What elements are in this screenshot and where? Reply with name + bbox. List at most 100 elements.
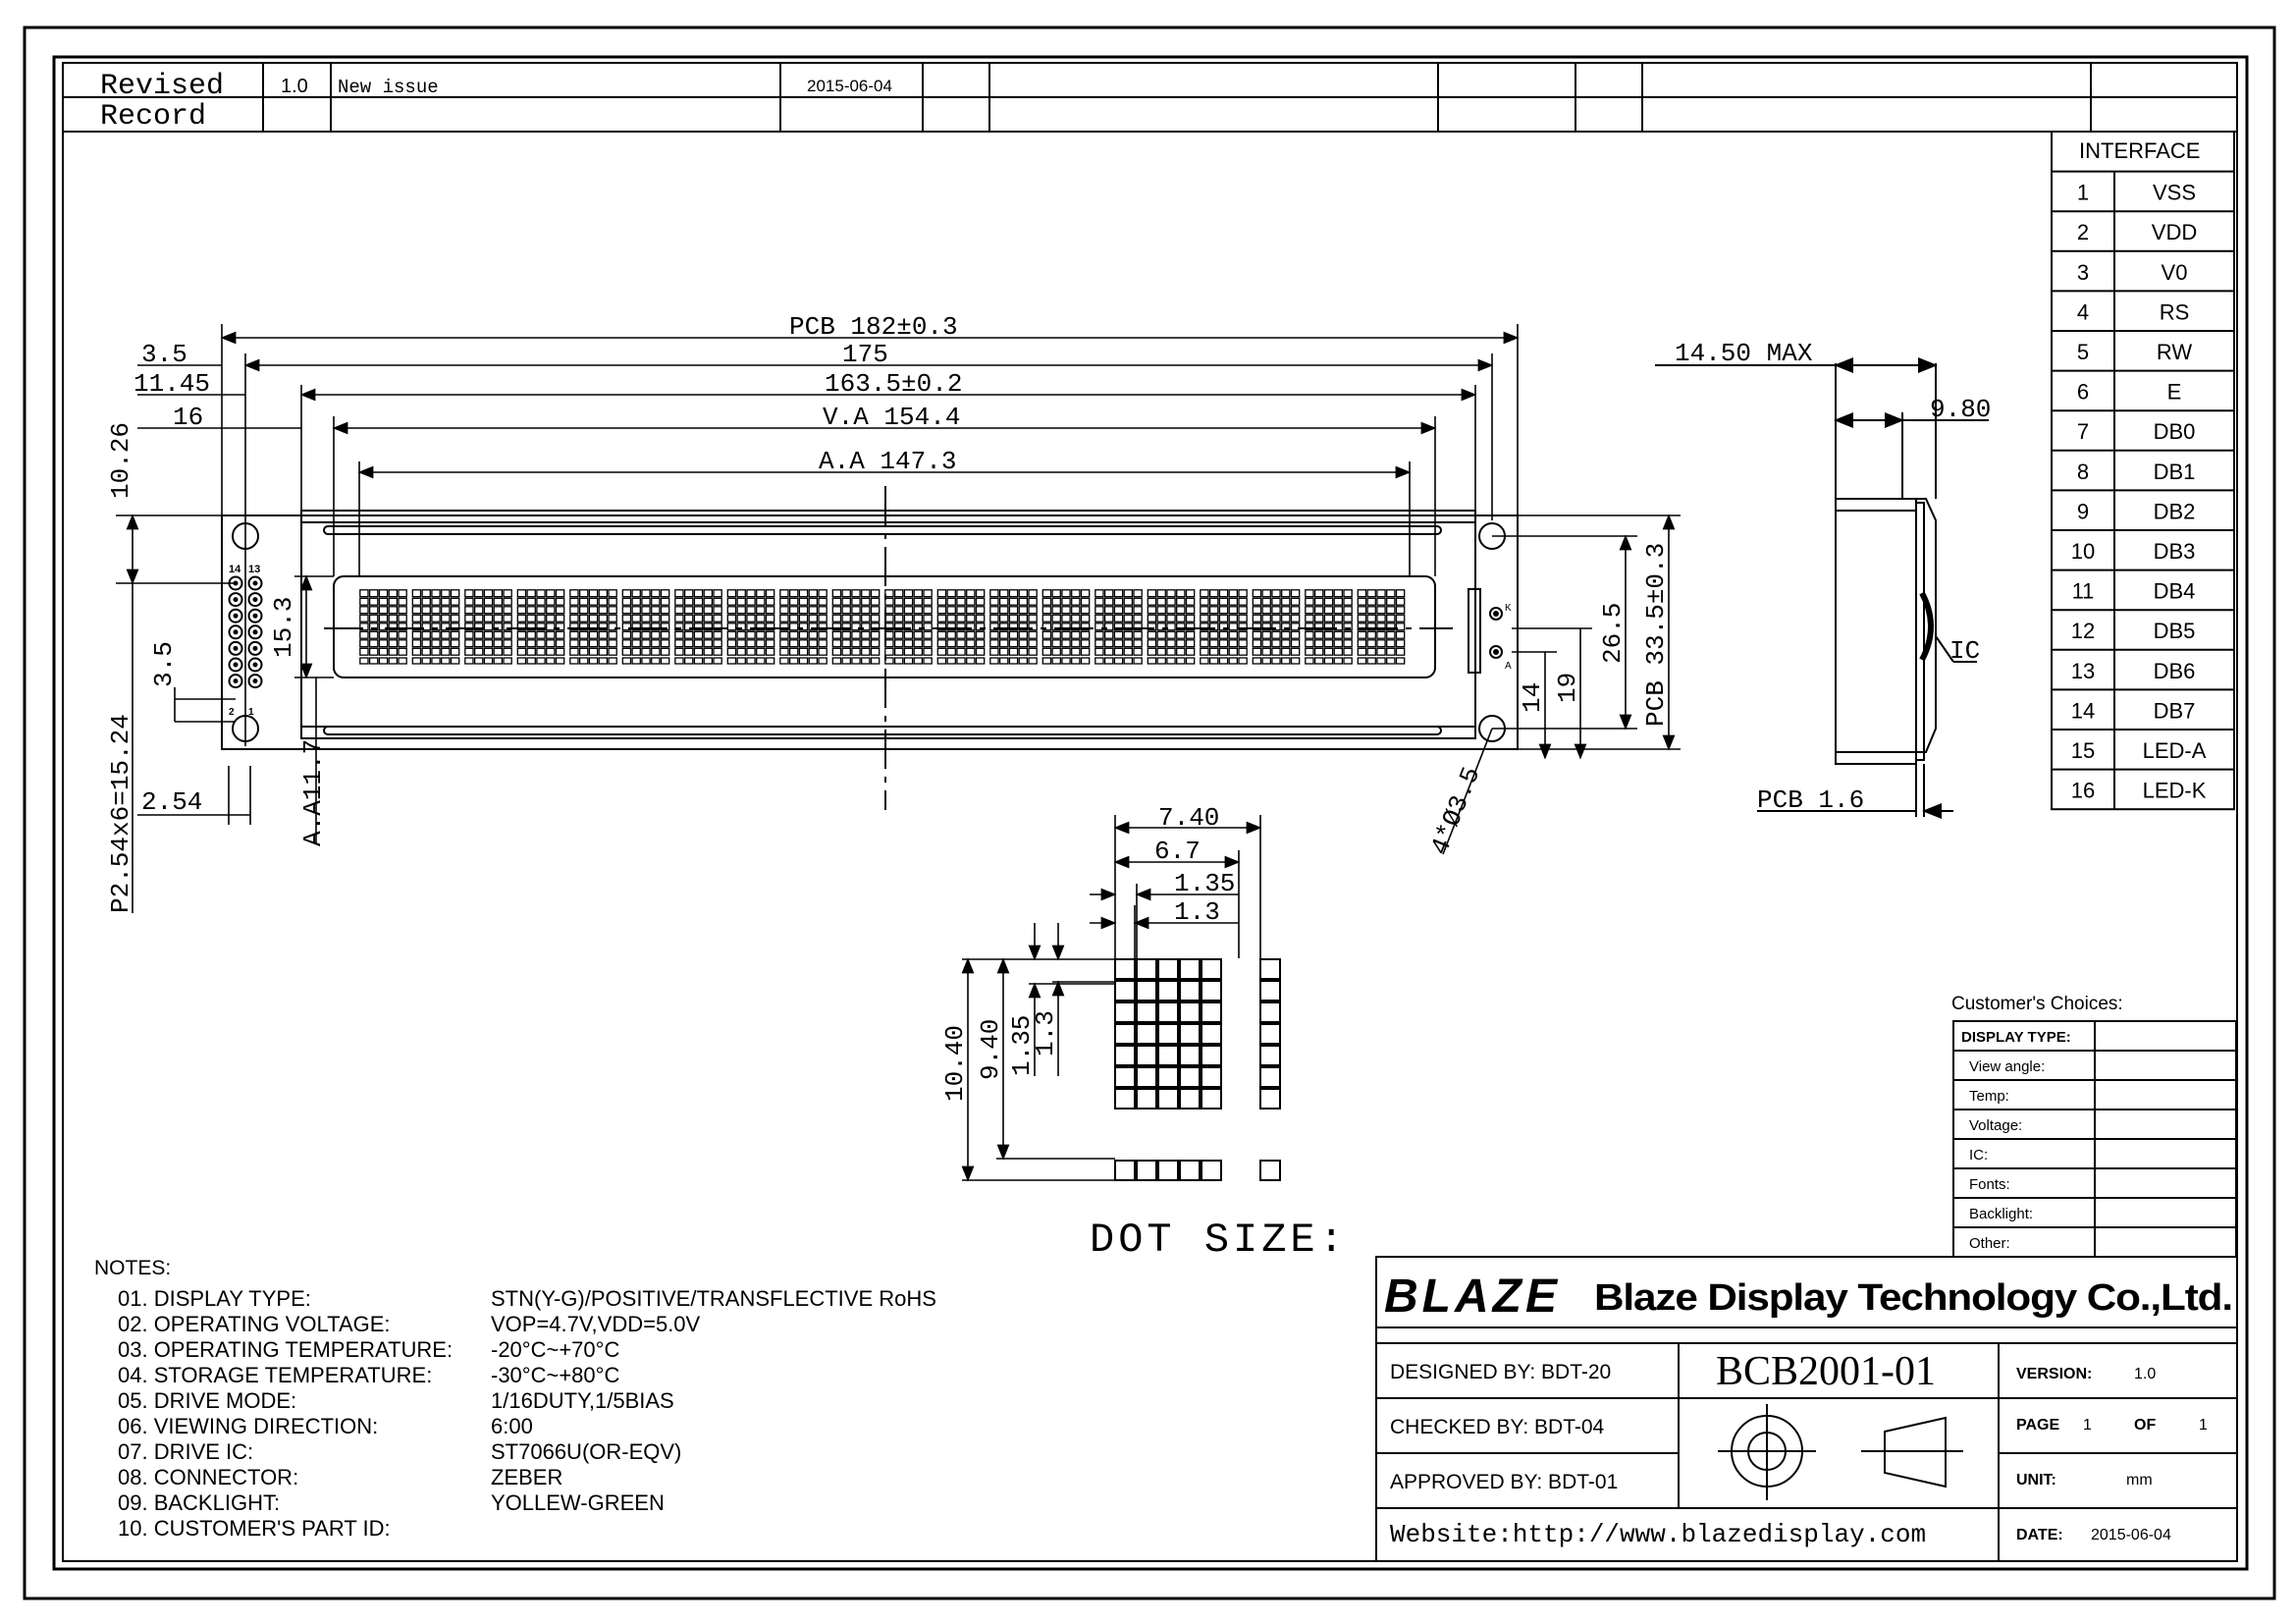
dot-size-title: DOT SIZE: — [1090, 1217, 1348, 1264]
unit-label: UNIT: — [2016, 1472, 2056, 1489]
designed-by: DESIGNED BY: BDT-20 — [1390, 1361, 1611, 1383]
note-value: 1/16DUTY,1/5BIAS — [491, 1388, 674, 1413]
note-value: YOLLEW-GREEN — [491, 1490, 665, 1515]
dot-cell — [1179, 1023, 1201, 1045]
pin-holes — [228, 575, 263, 689]
dim-19: 19 — [1553, 673, 1582, 703]
dot-cell — [1179, 958, 1201, 980]
dot-size-dims — [961, 815, 1262, 1182]
dot-cell — [1114, 1045, 1136, 1066]
dot-cell — [1136, 1088, 1157, 1110]
pin-hole-center — [233, 678, 239, 684]
dot-cell — [1157, 1066, 1179, 1088]
dim-175: 175 — [842, 340, 888, 369]
dim-side-9-80: 9.80 — [1930, 395, 1991, 424]
dot-cell — [1259, 1045, 1281, 1066]
approved-by: APPROVED BY: BDT-01 — [1390, 1471, 1618, 1493]
page-label: PAGE — [2016, 1417, 2059, 1434]
customer-choice-label: Temp: — [1969, 1088, 2009, 1105]
interface-pin-name: LED-K — [2143, 779, 2207, 803]
outer-frame — [23, 26, 2276, 1600]
dot-cell — [1201, 958, 1222, 980]
led-pins — [1489, 607, 1503, 659]
note-label: 08. CONNECTOR: — [118, 1465, 298, 1489]
char-cell — [936, 589, 986, 665]
customer-choice-label: IC: — [1969, 1147, 1988, 1164]
dim-10-26: 10.26 — [106, 422, 135, 499]
dot-size-grid — [1114, 958, 1281, 1181]
char-cell — [1357, 589, 1406, 665]
interface-pin-name: DB1 — [2154, 460, 2196, 484]
dim-163-5: 163.5±0.2 — [825, 369, 962, 399]
interface-pin-no: 12 — [2071, 619, 2095, 643]
dot-cell — [1201, 1066, 1222, 1088]
dot-cell — [1157, 1023, 1179, 1045]
interface-pin-no: 3 — [2077, 260, 2089, 285]
interface-pin-no: 2 — [2077, 220, 2089, 244]
dot-cell — [1179, 980, 1201, 1001]
revision-description: New issue — [338, 77, 439, 98]
dot-cell — [1201, 1045, 1222, 1066]
pin-hole-center — [252, 597, 258, 603]
pin-hole-center — [233, 597, 239, 603]
dim-3-5-v: 3.5 — [149, 641, 179, 687]
pin-hole — [228, 592, 243, 608]
note-label: 05. DRIVE MODE: — [118, 1388, 296, 1413]
char-cell — [779, 589, 828, 665]
customer-choices-title: Customer's Choices: — [1951, 994, 2123, 1014]
pin-hole — [228, 608, 243, 623]
pin-hole — [247, 657, 263, 673]
note-value: 6:00 — [491, 1414, 533, 1438]
char-cell — [831, 589, 881, 665]
interface-pin-name: VDD — [2152, 220, 2197, 244]
dim-2-54: 2.54 — [141, 787, 202, 817]
interface-pin-name: DB7 — [2154, 698, 2196, 723]
interface-pin-name: RW — [2157, 340, 2192, 364]
dim-side-max: 14.50 MAX — [1675, 339, 1813, 368]
led-k-label: K — [1505, 603, 1512, 614]
pin-hole — [247, 624, 263, 640]
dot-cell — [1201, 1001, 1222, 1023]
pin-hole — [228, 674, 243, 689]
dim-14: 14 — [1518, 682, 1547, 713]
interface-pin-no: 13 — [2071, 659, 2095, 683]
dot-cell — [1259, 958, 1281, 980]
pin-hole — [247, 575, 263, 591]
dim-aa-11-7: A.A11.7 — [298, 739, 328, 846]
char-blocks — [359, 589, 1406, 665]
pin-hole — [247, 592, 263, 608]
dot-cell — [1114, 980, 1136, 1001]
dot-cell — [1179, 1066, 1201, 1088]
interface-pin-name: RS — [2160, 299, 2190, 324]
interface-pin-no: 9 — [2077, 499, 2089, 523]
char-cell — [516, 589, 565, 665]
pin-14-label: 14 — [229, 564, 241, 575]
dot-cell — [1114, 1066, 1136, 1088]
inner-frame — [52, 55, 2249, 1571]
note-label: 01. DISPLAY TYPE: — [118, 1286, 311, 1311]
pin-hole — [228, 657, 243, 673]
interface-pin-name: LED-A — [2143, 738, 2207, 763]
interface-pin-no: 5 — [2077, 340, 2089, 364]
right-vertical-dims — [1442, 514, 1681, 855]
dot-cell — [1157, 1045, 1179, 1066]
dim-15-3: 15.3 — [269, 597, 298, 658]
char-cell — [359, 589, 407, 665]
dot-cell — [1114, 1023, 1136, 1045]
char-cell — [989, 589, 1038, 665]
char-cell — [726, 589, 775, 665]
char-cell — [1095, 589, 1143, 665]
note-value: -20°C~+70°C — [491, 1337, 619, 1362]
pin-hole-center — [252, 629, 258, 635]
dim-26-5: 26.5 — [1598, 603, 1628, 664]
dim-holes: 4*Ø3.5 — [1425, 763, 1487, 859]
pin-2-label: 2 — [229, 707, 235, 718]
char-cell — [1147, 589, 1196, 665]
notes-title: NOTES: — [94, 1257, 171, 1279]
revision-header-line2: Record — [100, 100, 206, 134]
dim-pcb-182: PCB 182±0.3 — [789, 312, 958, 342]
side-ic-label: IC — [1949, 636, 1980, 666]
customer-choice-label: View angle: — [1969, 1058, 2045, 1075]
pin-hole — [247, 608, 263, 623]
dim-side-pcb-1-6: PCB 1.6 — [1757, 785, 1864, 815]
